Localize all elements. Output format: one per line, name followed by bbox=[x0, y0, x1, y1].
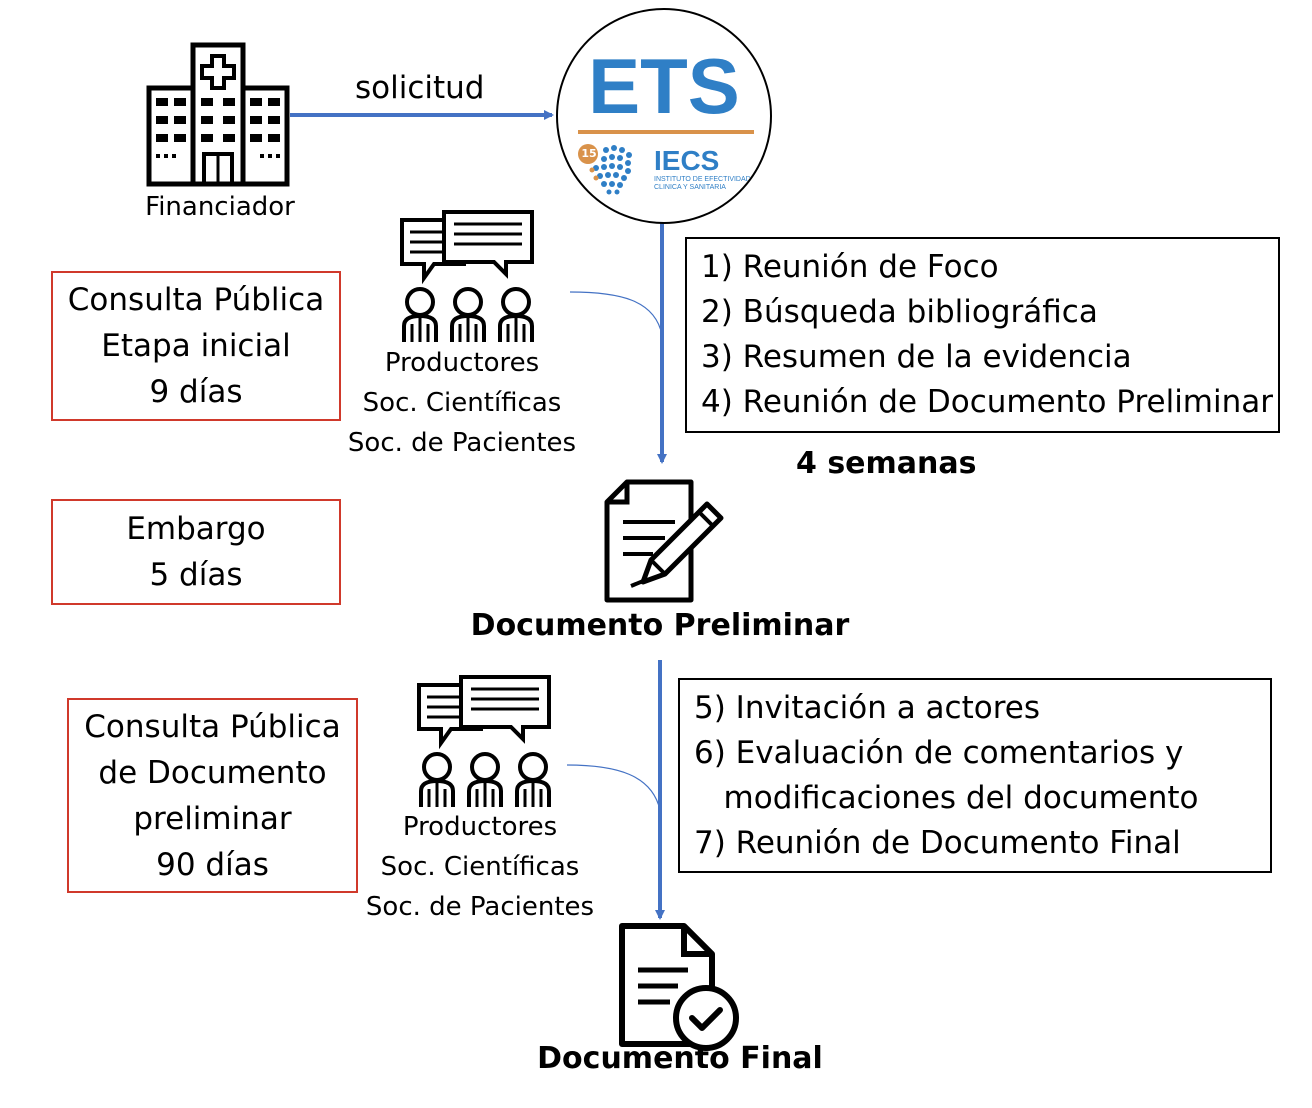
actor-label: Soc. Científicas bbox=[362, 388, 562, 418]
actor-label: Productores bbox=[402, 812, 558, 842]
doc-final-label: Documento Final bbox=[537, 1041, 823, 1076]
step-item: 1) Reunión de Foco bbox=[701, 249, 999, 285]
actors-bottom-labels: Productores Soc. Científicas Soc. de Pac… bbox=[350, 807, 610, 927]
step-item: 4) Reunión de Documento Preliminar bbox=[701, 384, 1274, 420]
iecs-org-line1: INSTITUTO DE EFECTIVIDAD bbox=[654, 176, 751, 183]
step-item: 5) Invitación a actores bbox=[694, 690, 1040, 726]
actor-label: Soc. Científicas bbox=[380, 852, 580, 882]
actors-bottom-connector bbox=[566, 764, 661, 811]
iecs-org-line2: CLINICA Y SANITARIA bbox=[654, 184, 726, 191]
stakeholders-discussion-icon bbox=[417, 675, 551, 807]
step-item: 2) Búsqueda bibliográfica bbox=[701, 294, 1098, 330]
actors-top-connector bbox=[569, 291, 663, 336]
consulta-inicial-line: Consulta Pública bbox=[67, 282, 325, 318]
consulta-preliminar-line: Consulta Pública bbox=[84, 708, 341, 745]
document-check-icon bbox=[619, 923, 739, 1051]
actors-top-labels: Productores Soc. Científicas Soc. de Pac… bbox=[332, 343, 592, 463]
ets-logo: ETS 15 IECS INSTITUTO DE EFECTIVIDAD CLI… bbox=[556, 8, 772, 224]
actor-label: Productores bbox=[384, 348, 540, 378]
consulta-preliminar-line: preliminar bbox=[133, 800, 292, 837]
iecs-org: IECS bbox=[654, 145, 720, 176]
doc-preliminar-label: Documento Preliminar bbox=[470, 608, 850, 643]
steps-bottom-box: 5) Invitación a actores 6) Evaluación de… bbox=[678, 678, 1272, 873]
document-edit-icon bbox=[604, 479, 724, 603]
iecs-dots-icon bbox=[578, 144, 632, 195]
consulta-preliminar-line: de Documento bbox=[98, 754, 327, 791]
steps-top-box: 1) Reunión de Foco 2) Búsqueda bibliográ… bbox=[685, 237, 1280, 433]
consulta-inicial-line: 9 días bbox=[149, 374, 243, 410]
embargo-line: 5 días bbox=[149, 557, 243, 593]
hospital-building-icon bbox=[146, 42, 290, 187]
embargo-line: Embargo bbox=[126, 511, 266, 547]
ets-divider bbox=[578, 130, 754, 134]
consulta-inicial-box: Consulta Pública Etapa inicial 9 días bbox=[51, 271, 341, 421]
iecs-badge: 15 bbox=[581, 147, 597, 160]
step-item: 7) Reunión de Documento Final bbox=[694, 825, 1181, 861]
solicitud-label: solicitud bbox=[355, 70, 485, 106]
step-item: 3) Resumen de la evidencia bbox=[701, 339, 1132, 375]
stakeholders-discussion-icon bbox=[400, 210, 534, 342]
actor-label: Soc. de Pacientes bbox=[365, 892, 595, 922]
consulta-preliminar-line: 90 días bbox=[156, 846, 269, 883]
financiador-label: Financiador bbox=[145, 192, 295, 222]
consulta-preliminar-box: Consulta Pública de Documento preliminar… bbox=[67, 698, 358, 893]
step-item: modificaciones del documento bbox=[694, 780, 1199, 816]
consulta-inicial-line: Etapa inicial bbox=[101, 328, 291, 364]
ets-title: ETS bbox=[588, 42, 740, 130]
embargo-box: Embargo 5 días bbox=[51, 499, 341, 605]
actor-label: Soc. de Pacientes bbox=[347, 428, 577, 458]
step-item: 6) Evaluación de comentarios y bbox=[694, 735, 1184, 771]
duration-label: 4 semanas bbox=[796, 446, 977, 481]
